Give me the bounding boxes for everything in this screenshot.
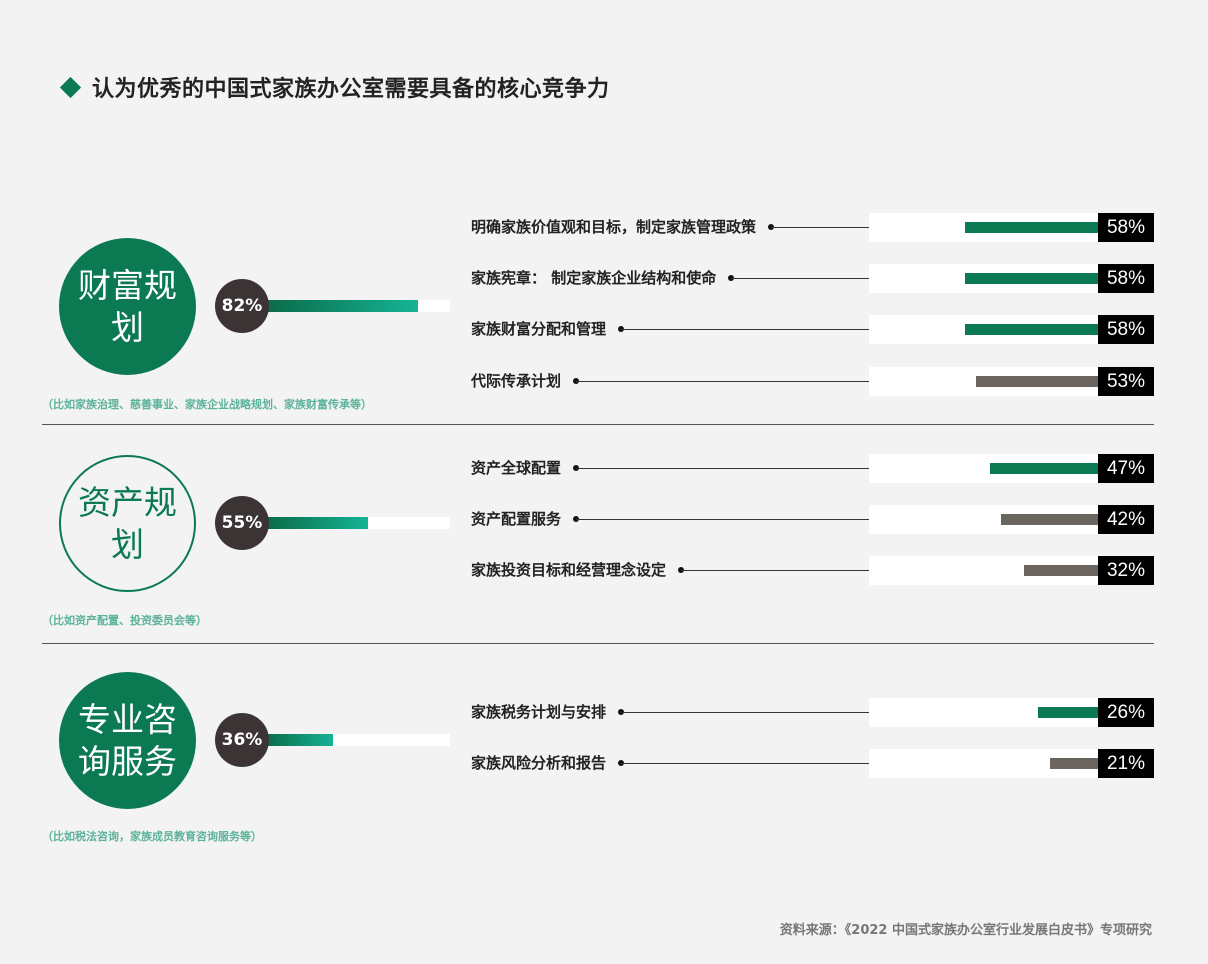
group-note: （比如资产配置、投资委员会等） [42,614,207,627]
group-value-badge: 55% [215,496,269,550]
item-label: 资产配置服务 [471,510,562,528]
item-row: 代际传承计划 53% [471,367,1154,396]
group-note: （比如家族治理、慈善事业、家族企业战略规划、家族财富传承等） [42,398,372,411]
section-divider [42,424,1154,425]
group-name: 专业咨询服务 [78,699,177,781]
section-divider [42,643,1154,644]
leader-line [771,226,869,228]
group-progress-track [266,734,450,746]
item-label: 家族投资目标和经营理念设定 [471,561,667,579]
item-bar [1049,758,1098,769]
group-progress-track [266,517,450,529]
leader-line [731,277,869,279]
leader-line [576,518,869,520]
item-value: 32% [1098,556,1154,585]
item-row: 家族财富分配和管理 58% [471,315,1154,344]
item-label: 家族宪章： 制定家族企业结构和使命 [471,269,717,287]
item-label: 家族财富分配和管理 [471,320,607,338]
group-progress-fill [266,734,333,746]
item-bar [989,463,1098,474]
item-bar [964,273,1098,284]
item-value: 58% [1098,264,1154,293]
item-value: 42% [1098,505,1154,534]
item-row: 资产全球配置 47% [471,454,1154,483]
item-row: 家族税务计划与安排 26% [471,698,1154,727]
item-bar [964,324,1098,335]
group-name: 资产规划 [78,482,177,564]
item-row: 家族风险分析和报告 21% [471,749,1154,778]
group-circle: 财富规划 [59,238,196,375]
item-label: 代际传承计划 [471,372,562,390]
item-row: 资产配置服务 42% [471,505,1154,534]
item-bar [964,222,1098,233]
item-value: 58% [1098,315,1154,344]
item-label: 资产全球配置 [471,459,562,477]
item-value: 26% [1098,698,1154,727]
leader-line [681,569,869,571]
group-progress-fill [266,517,368,529]
item-bar [1024,565,1098,576]
chart-title: 认为优秀的中国式家族办公室需要具备的核心竞争力 [59,70,610,104]
source-note: 资料来源：《2022 中国式家族办公室行业发展白皮书》专项研究 [779,923,1152,938]
group-circle: 专业咨询服务 [59,672,196,809]
group-value-badge: 36% [215,713,269,767]
group-note: （比如税法咨询，家族成员教育咨询服务等） [42,830,262,843]
item-value: 53% [1098,367,1154,396]
item-bar [976,376,1098,387]
group-value-badge: 82% [215,279,269,333]
item-value: 58% [1098,213,1154,242]
item-label: 明确家族价值观和目标，制定家族管理政策 [471,218,757,236]
item-label: 家族税务计划与安排 [471,703,607,721]
leader-line [621,328,869,330]
item-value: 21% [1098,749,1154,778]
group-progress-fill [266,300,418,312]
leader-line [621,711,869,713]
item-row: 家族投资目标和经营理念设定 32% [471,556,1154,585]
chart-title-text: 认为优秀的中国式家族办公室需要具备的核心竞争力 [92,77,610,102]
leader-line [576,467,869,469]
group-name: 财富规划 [78,265,177,347]
item-row: 明确家族价值观和目标，制定家族管理政策 58% [471,213,1154,242]
item-bar [1001,514,1098,525]
item-row: 家族宪章： 制定家族企业结构和使命 58% [471,264,1154,293]
item-label: 家族风险分析和报告 [471,754,607,772]
group-progress-track [266,300,450,312]
diamond-icon [59,76,82,98]
leader-line [621,762,869,764]
item-value: 47% [1098,454,1154,483]
leader-line [576,380,869,382]
group-circle: 资产规划 [59,455,196,592]
item-bar [1038,707,1098,718]
